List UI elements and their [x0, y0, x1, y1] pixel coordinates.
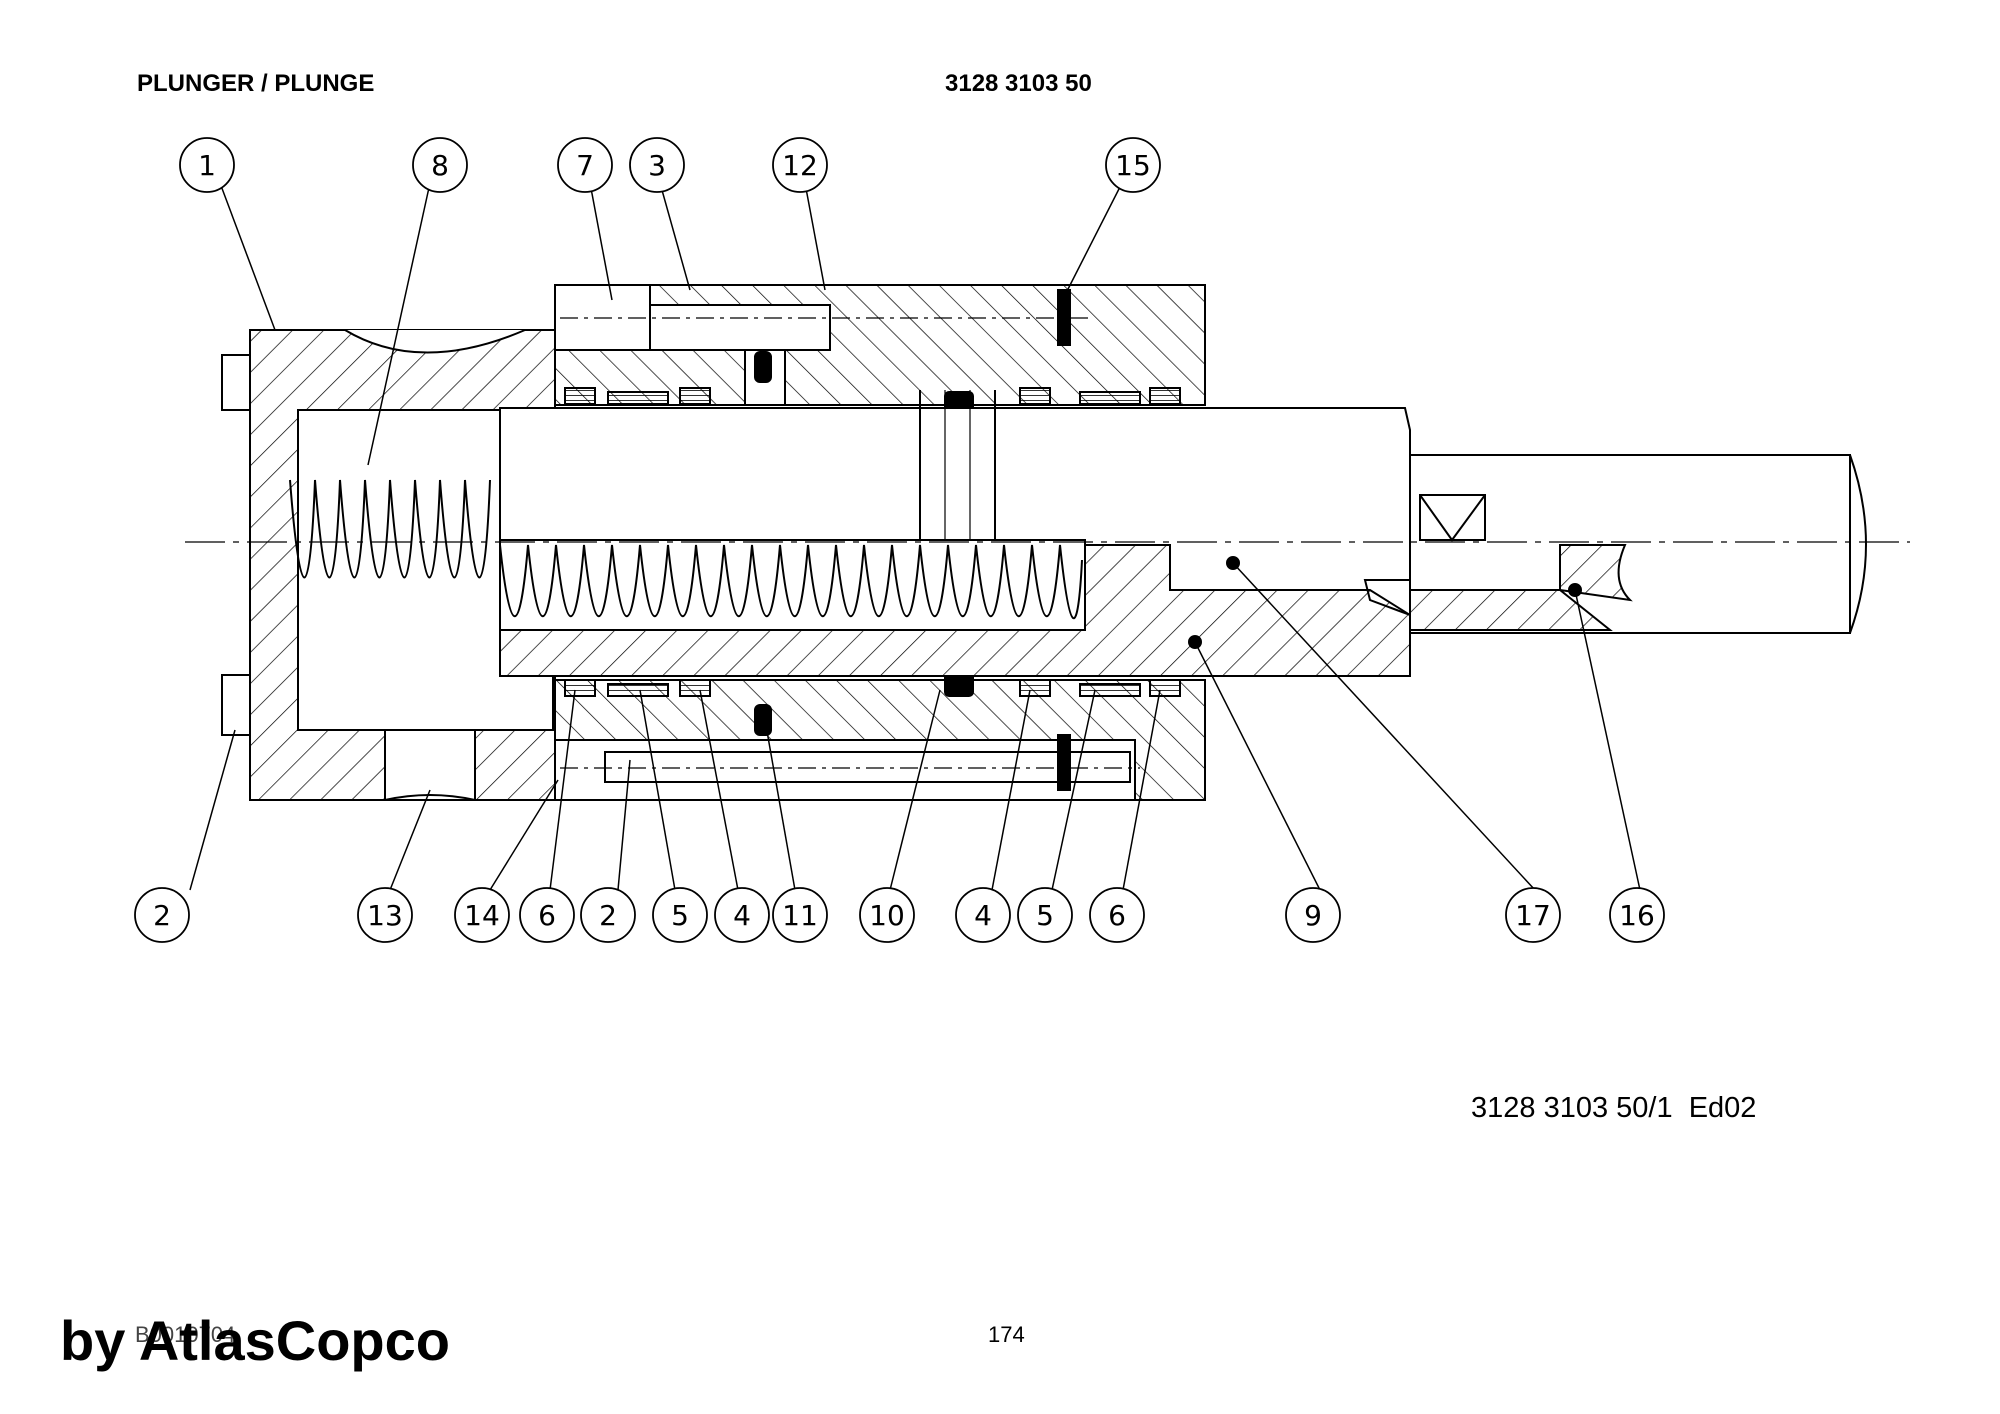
- balloon-13-label: 13: [367, 899, 403, 932]
- balloon-1: 1: [179, 137, 235, 193]
- balloon-7: 7: [557, 137, 613, 193]
- balloon-15-label: 15: [1115, 149, 1151, 182]
- balloon-10-label: 10: [869, 899, 905, 932]
- balloon-9-label: 9: [1304, 899, 1322, 932]
- page-number: 174: [988, 1322, 1025, 1347]
- balloon-16-label: 16: [1619, 899, 1655, 932]
- balloon-2b: 2: [580, 887, 636, 943]
- balloon-14: 14: [454, 887, 510, 943]
- guide-sleeve: [554, 284, 1206, 801]
- balloon-15: 15: [1105, 137, 1161, 193]
- balloon-3: 3: [629, 137, 685, 193]
- balloon-4: 4: [714, 887, 770, 943]
- page-title: PLUNGER / PLUNGE: [137, 70, 375, 97]
- balloons-top: 1 8 7 3 12 15: [179, 137, 1161, 193]
- balloon-9: 9: [1285, 887, 1341, 943]
- balloon-12-label: 12: [782, 149, 818, 182]
- balloon-5b: 5: [1017, 887, 1073, 943]
- balloon-4-label: 4: [733, 899, 751, 932]
- balloon-14-label: 14: [464, 899, 500, 932]
- edition-label: 3128 3103 50/1 Ed02: [1471, 1092, 1757, 1124]
- balloon-5b-label: 5: [1036, 899, 1054, 932]
- balloon-2b-label: 2: [599, 899, 617, 932]
- balloon-8-label: 8: [431, 149, 449, 182]
- balloon-17: 17: [1505, 887, 1561, 943]
- balloon-11-label: 11: [782, 899, 818, 932]
- balloon-7-label: 7: [576, 149, 594, 182]
- balloon-4b: 4: [955, 887, 1011, 943]
- balloon-2-label: 2: [153, 899, 171, 932]
- balloons-bottom: 2 13 14 6 2 5 4 11 10 4 5 6 9 17 16: [134, 887, 1665, 943]
- balloon-5: 5: [652, 887, 708, 943]
- brand-watermark: by AtlasCopco: [60, 1309, 450, 1372]
- plunger: [499, 390, 1867, 677]
- balloon-2: 2: [134, 887, 190, 943]
- balloon-12: 12: [772, 137, 828, 193]
- balloon-16: 16: [1609, 887, 1665, 943]
- balloon-10: 10: [859, 887, 915, 943]
- balloon-3-label: 3: [648, 149, 666, 182]
- balloon-6b: 6: [1089, 887, 1145, 943]
- balloon-1-label: 1: [198, 149, 216, 182]
- spring: [289, 479, 1083, 620]
- balloon-6-label: 6: [538, 899, 556, 932]
- part-number: 3128 3103 50: [945, 70, 1092, 97]
- balloon-6: 6: [519, 887, 575, 943]
- document-reference: B0010704: [135, 1322, 236, 1347]
- balloon-17-label: 17: [1515, 899, 1551, 932]
- balloon-5-label: 5: [671, 899, 689, 932]
- balloon-11: 11: [772, 887, 828, 943]
- balloon-8: 8: [412, 137, 468, 193]
- balloon-6b-label: 6: [1108, 899, 1126, 932]
- balloon-4b-label: 4: [974, 899, 992, 932]
- balloon-13: 13: [357, 887, 413, 943]
- leader-lines: [189, 182, 1641, 891]
